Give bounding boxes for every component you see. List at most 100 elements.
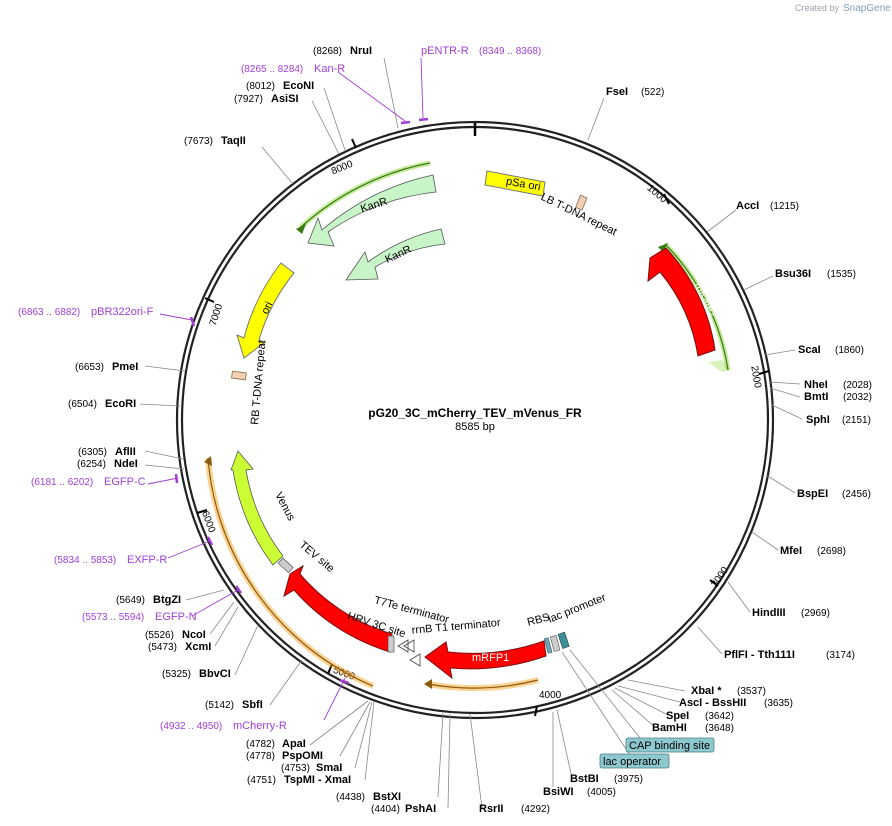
enzyme-nhei: NheI xyxy=(804,379,828,391)
enzyme-sphi: SphI xyxy=(806,414,830,426)
enzyme-tspmi: TspMI - XmaI xyxy=(284,774,351,786)
tev-site-label: TEV site xyxy=(297,539,337,575)
mrfp1-label: mRFP1 xyxy=(472,652,509,664)
lac-operator-label: lac operator xyxy=(603,756,661,768)
lb-repeat-label: LB T-DNA repeat xyxy=(539,191,619,238)
primer-kan-r: Kan-R xyxy=(314,63,345,75)
plasmid-name: pG20_3C_mCherry_TEV_mVenus_FR xyxy=(368,406,582,420)
enzyme-asci-pos: (3635) xyxy=(764,698,793,709)
enzyme-ndei: NdeI xyxy=(114,458,138,470)
lb-repeat-feature[interactable] xyxy=(575,194,588,211)
tick-8000: 8000 xyxy=(330,159,355,178)
enzyme-bmti: BmtI xyxy=(804,391,828,403)
enzyme-bbvci-pos: (5325) xyxy=(162,669,191,680)
enzyme-sbfi-pos: (5142) xyxy=(205,700,234,711)
enzyme-btgzi: BtgZI xyxy=(153,594,181,606)
hrv-site-feature[interactable] xyxy=(387,635,395,653)
cap-binding-site-box[interactable] xyxy=(625,737,715,753)
psa-ori-feature[interactable] xyxy=(484,170,546,197)
enzyme-xbai: XbaI * xyxy=(691,685,722,697)
kanr-outer-label: KanR xyxy=(359,195,389,215)
t7te-terminator-feature[interactable] xyxy=(397,639,415,653)
tick-1000: 1000 xyxy=(645,183,669,206)
enzyme-bsu36i-pos: (1535) xyxy=(827,269,856,280)
enzyme-mfei: MfeI xyxy=(780,545,802,557)
primer-exfp-r-range: (5834 .. 5853) xyxy=(54,555,116,566)
enzyme-fsei-pos: (522) xyxy=(641,87,664,98)
enzyme-bstxi-pos: (4438) xyxy=(336,792,365,803)
enzyme-smai: SmaI xyxy=(316,762,342,774)
tick-4000: 4000 xyxy=(539,690,562,701)
primer-labels: pENTR-R (8349 .. 8368) Kan-R (8265 .. 82… xyxy=(18,45,541,732)
enzyme-asisi-pos: (7927) xyxy=(234,94,263,105)
enzyme-xcmi: XcmI xyxy=(185,641,211,653)
enzyme-leader-lines xyxy=(139,57,803,809)
lac-promoter-feature[interactable] xyxy=(557,631,570,649)
enzyme-spei: SpeI xyxy=(666,710,689,722)
enzyme-hindiii-pos: (2969) xyxy=(801,608,830,619)
tev-site-feature[interactable] xyxy=(277,557,294,574)
enzyme-bspei-pos: (2456) xyxy=(842,489,871,500)
enzyme-asci: AscI - BssHII xyxy=(679,697,746,709)
rb-repeat-feature[interactable] xyxy=(231,370,247,381)
ori-feature[interactable] xyxy=(236,262,295,359)
enzyme-apai: ApaI xyxy=(282,738,306,750)
primer-egfp-n: EGFP-N xyxy=(155,611,197,623)
primer-mcherry-r-range: (4932 .. 4950) xyxy=(160,721,222,732)
lac-operator-box[interactable] xyxy=(599,753,670,769)
primer-kan-r-range: (8265 .. 8284) xyxy=(241,64,303,75)
enzyme-pspomi: PspOMI xyxy=(282,750,323,762)
enzyme-bstxi: BstXI xyxy=(373,791,401,803)
primer-egfp-c-range: (6181 .. 6202) xyxy=(31,477,93,488)
enzyme-asisi: AsiSI xyxy=(271,93,299,105)
enzyme-bstbi: BstBI xyxy=(570,773,599,785)
enzyme-scai-pos: (1860) xyxy=(835,345,864,356)
enzyme-sphi-pos: (2151) xyxy=(842,415,871,426)
enzyme-smai-pos: (4753) xyxy=(281,763,310,774)
kanr-outer-feature[interactable] xyxy=(307,174,437,247)
enzyme-nrui: NruI xyxy=(350,45,372,57)
enzyme-taqii-pos: (7673) xyxy=(184,136,213,147)
primer-pentr-r-range: (8349 .. 8368) xyxy=(479,46,541,57)
tick-2000: 2000 xyxy=(748,365,763,389)
enzyme-bamhi-pos: (3648) xyxy=(705,723,734,734)
enzyme-rsrii: RsrII xyxy=(479,803,503,815)
enzyme-pflfi: PflFI - Tth111I xyxy=(724,649,795,661)
enzyme-pflfi-pos: (3174) xyxy=(826,650,855,661)
rrnb-terminator-feature[interactable] xyxy=(409,653,421,667)
enzyme-pspomi-pos: (4778) xyxy=(246,751,275,762)
enzyme-xbai-pos: (3537) xyxy=(737,686,766,697)
enzyme-bstbi-pos: (3975) xyxy=(614,774,643,785)
venus-label: Venus xyxy=(272,490,297,523)
primer-marks xyxy=(174,117,429,685)
enzyme-pshai: PshAI xyxy=(405,803,436,815)
venus-feature[interactable] xyxy=(230,450,284,566)
enzyme-rsrii-pos: (4292) xyxy=(521,804,550,815)
enzyme-tspmi-pos: (4751) xyxy=(247,775,276,786)
rbs-feature[interactable] xyxy=(543,637,553,654)
mrfp1-feature[interactable] xyxy=(424,640,547,680)
enzyme-nrui-pos: (8268) xyxy=(313,46,342,57)
primer-egfp-c: EGFP-C xyxy=(104,476,146,488)
kanr-inner-feature[interactable] xyxy=(345,228,446,281)
lac-promoter-label: lac promoter xyxy=(546,592,607,626)
enzyme-ncoi: NcoI xyxy=(182,629,206,641)
enzyme-ecori: EcoRI xyxy=(105,398,136,410)
snapgene-brand: SnapGene xyxy=(843,3,891,14)
enzyme-ecori-pos: (6504) xyxy=(68,399,97,410)
enzyme-bsiwi-pos: (4005) xyxy=(587,787,616,798)
enzyme-bamhi: BamHI xyxy=(652,722,687,734)
enzyme-econi: EcoNI xyxy=(283,80,314,92)
enzyme-hindiii: HindIII xyxy=(752,607,786,619)
primer-pbr322ori-f-range: (6863 .. 6882) xyxy=(18,307,80,318)
tick-7000: 7000 xyxy=(208,302,225,327)
enzyme-labels: FseI (522) AccI (1215) Bsu36I (1535) Sca… xyxy=(68,45,872,815)
plasmid-length: 8585 bp xyxy=(455,421,495,433)
enzyme-bspei: BspEI xyxy=(797,488,828,500)
psa-ori-label: pSa ori xyxy=(505,176,541,194)
enzyme-apai-pos: (4782) xyxy=(246,739,275,750)
primer-pbr322ori-f: pBR322ori-F xyxy=(91,306,154,318)
mkate2-feature[interactable] xyxy=(647,247,716,357)
primer-exfp-r: EXFP-R xyxy=(127,554,167,566)
